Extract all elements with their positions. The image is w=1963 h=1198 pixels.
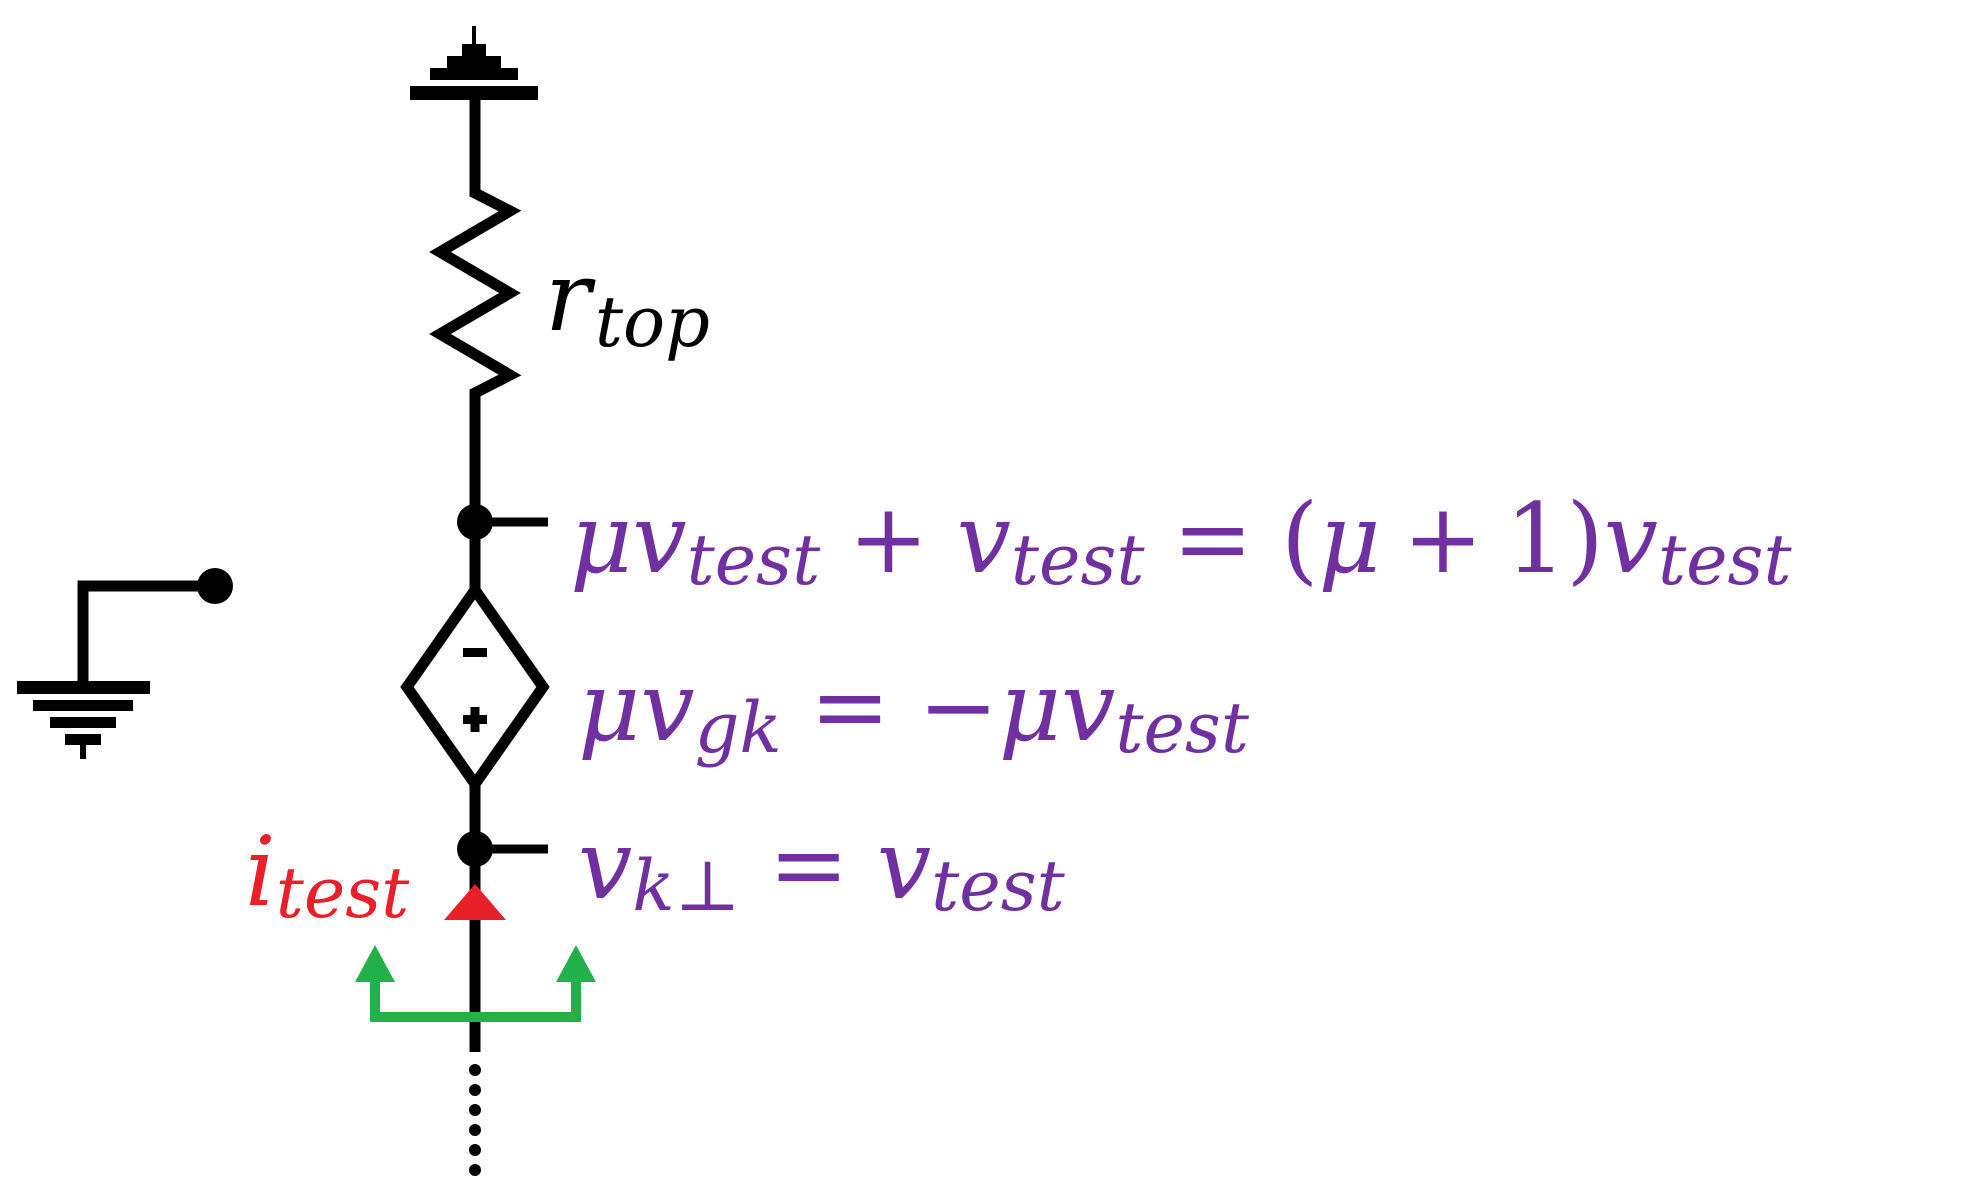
green-arrow-left-icon bbox=[355, 945, 395, 982]
current-label: itest bbox=[245, 816, 410, 934]
green-arrow-right-icon bbox=[556, 945, 596, 982]
r-top-label: rtop bbox=[545, 241, 710, 363]
lower-node-expression: vk⊥=vtest bbox=[578, 809, 1066, 927]
source-expression: μvgk=−μvtest bbox=[578, 651, 1250, 769]
plus-sign-v bbox=[470, 707, 480, 732]
current-arrow-icon bbox=[444, 884, 506, 920]
top-wire-and-resistor bbox=[429, 100, 522, 590]
dotted-continuation bbox=[469, 1064, 481, 1176]
minus-sign bbox=[463, 648, 487, 657]
upper-node-expression: μvtest+vtest=(μ+1)vtest bbox=[570, 483, 1792, 601]
green-arrows bbox=[355, 945, 596, 1022]
left-terminal-dot bbox=[197, 568, 233, 604]
left-ground-symbol bbox=[17, 568, 233, 759]
top-ground-symbol bbox=[410, 26, 538, 100]
dependent-voltage-source bbox=[400, 580, 550, 794]
